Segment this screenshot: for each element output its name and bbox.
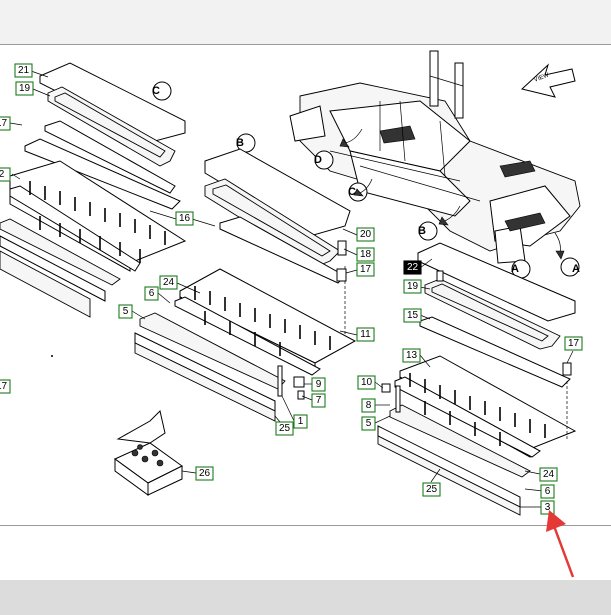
callout-6[interactable]: 6 <box>540 484 555 499</box>
svg-text:18: 18 <box>360 249 372 260</box>
svg-text:21: 21 <box>18 65 30 76</box>
svg-text:22: 22 <box>407 262 419 273</box>
cover-21-assembly <box>0 62 187 318</box>
callout-17[interactable]: 17 <box>0 379 11 394</box>
svg-text:17: 17 <box>0 381 7 392</box>
callout-1[interactable]: 1 <box>293 414 308 429</box>
callout-20[interactable]: 20 <box>356 227 375 242</box>
bottom-status-bar <box>0 580 611 615</box>
callout-5[interactable]: 5 <box>118 304 133 319</box>
callout-7[interactable]: 7 <box>311 393 326 408</box>
svg-text:20: 20 <box>360 229 372 240</box>
callout-11[interactable]: 11 <box>356 327 375 342</box>
callout-17[interactable]: 17 <box>0 116 11 131</box>
callout-13[interactable]: 13 <box>402 348 421 363</box>
callout-17[interactable]: 17 <box>356 262 375 277</box>
svg-text:17: 17 <box>0 118 7 129</box>
annotation-arrow-shaft <box>552 525 575 578</box>
callout-18[interactable]: 18 <box>356 247 375 262</box>
callout-15[interactable]: 15 <box>403 308 422 323</box>
callouts: 21 19 17 2 16 20 18 17 11 24 6 5 9 7 1 2… <box>0 63 583 515</box>
view-letter-a: A <box>511 263 519 275</box>
callout-24[interactable]: 24 <box>539 467 558 482</box>
view-letter-a: A <box>572 263 580 275</box>
parts-diagram: VIEW C B D C B A A <box>0 44 611 526</box>
svg-text:7: 7 <box>316 395 322 406</box>
callout-5[interactable]: 5 <box>361 416 376 431</box>
svg-text:25: 25 <box>279 423 291 434</box>
svg-text:8: 8 <box>366 400 372 411</box>
compass-arrow: VIEW <box>520 63 576 98</box>
callout-25[interactable]: 25 <box>275 421 294 436</box>
callout-22-selected[interactable]: 22 <box>403 260 422 275</box>
callout-8[interactable]: 8 <box>361 398 376 413</box>
svg-text:15: 15 <box>407 310 419 321</box>
callout-19[interactable]: 19 <box>403 279 422 294</box>
cover-middle-assembly <box>134 148 357 422</box>
svg-text:9: 9 <box>316 379 322 390</box>
svg-text:1: 1 <box>298 416 304 427</box>
svg-text:3: 3 <box>545 502 551 513</box>
svg-text:24: 24 <box>543 469 555 480</box>
callout-17[interactable]: 17 <box>564 336 583 351</box>
callout-24[interactable]: 24 <box>159 275 178 290</box>
view-indicators: C B D C B A A <box>152 81 580 279</box>
svg-text:24: 24 <box>163 277 175 288</box>
callout-25[interactable]: 25 <box>422 482 441 497</box>
svg-text:16: 16 <box>179 213 191 224</box>
view-letter-b: B <box>236 137 244 149</box>
svg-text:6: 6 <box>149 288 155 299</box>
view-letter-c: C <box>348 186 356 198</box>
callout-3[interactable]: 3 <box>540 500 555 515</box>
svg-text:17: 17 <box>360 264 372 275</box>
svg-text:10: 10 <box>361 377 373 388</box>
svg-text:5: 5 <box>366 418 372 429</box>
callout-9[interactable]: 9 <box>311 377 326 392</box>
svg-text:6: 6 <box>545 486 551 497</box>
svg-text:2: 2 <box>0 169 5 180</box>
cover-22-assembly <box>377 242 577 516</box>
svg-text:13: 13 <box>406 350 418 361</box>
view-letter-b: B <box>418 225 426 237</box>
exploded-parts-drawing: VIEW C B D C B A A <box>0 50 583 516</box>
svg-text:5: 5 <box>123 306 129 317</box>
svg-text:19: 19 <box>407 281 419 292</box>
callout-26[interactable]: 26 <box>195 466 214 481</box>
top-toolbar <box>0 0 611 45</box>
callout-21[interactable]: 21 <box>14 63 33 78</box>
parts-kit-box <box>114 410 183 496</box>
callout-16[interactable]: 16 <box>175 211 194 226</box>
callout-19[interactable]: 19 <box>15 81 34 96</box>
svg-text:25: 25 <box>426 484 438 495</box>
compass-label: VIEW <box>533 72 550 83</box>
machine-overview <box>289 50 581 264</box>
svg-text:19: 19 <box>19 83 31 94</box>
view-letter-c: C <box>152 85 160 97</box>
view-letter-d: D <box>314 154 322 166</box>
leader-lines <box>9 70 574 508</box>
svg-text:17: 17 <box>568 338 580 349</box>
svg-text:26: 26 <box>199 468 211 479</box>
callout-10[interactable]: 10 <box>357 375 376 390</box>
callout-2[interactable]: 2 <box>0 167 11 182</box>
svg-text:11: 11 <box>360 329 371 340</box>
callout-6[interactable]: 6 <box>144 286 159 301</box>
